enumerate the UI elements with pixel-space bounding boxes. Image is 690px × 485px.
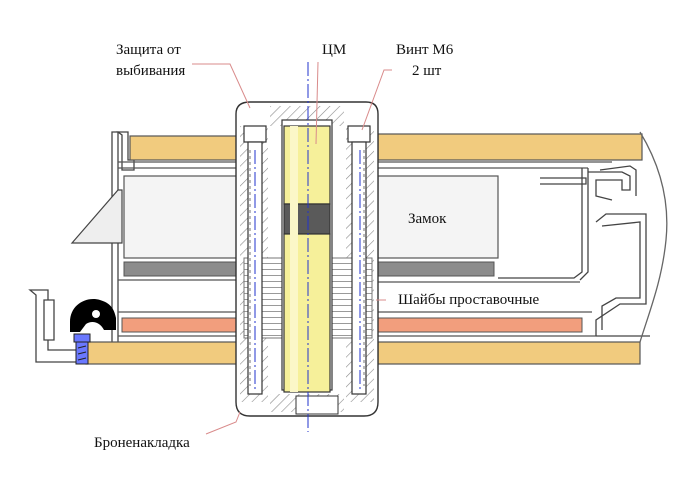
label-screw-line1: Винт М6	[396, 42, 454, 58]
label-armor-plate: Броненакладка	[94, 435, 190, 451]
label-washers: Шайбы проставочные	[398, 292, 539, 308]
outer-panel-bottom	[85, 341, 641, 365]
fixing-screw-icon	[73, 333, 91, 365]
lock-cylinder	[281, 119, 339, 415]
frame-bevel	[70, 189, 123, 244]
screw-m6-right	[347, 125, 371, 395]
center-axes	[254, 62, 361, 432]
rubber-gasket	[70, 299, 116, 332]
outer-panel-top	[129, 133, 643, 161]
lock-body	[123, 175, 499, 277]
door-frame-right	[498, 131, 668, 343]
label-protection-line2: выбивания	[116, 63, 185, 79]
label-lock: Замок	[408, 211, 447, 227]
label-cylinder: ЦМ	[322, 42, 346, 58]
leader-lines	[192, 61, 392, 435]
seal-strip	[121, 317, 583, 333]
label-screw-line2: 2 шт	[412, 63, 442, 79]
steel-skin-lines	[118, 161, 612, 337]
label-protection-line1: Защита от	[116, 42, 181, 58]
